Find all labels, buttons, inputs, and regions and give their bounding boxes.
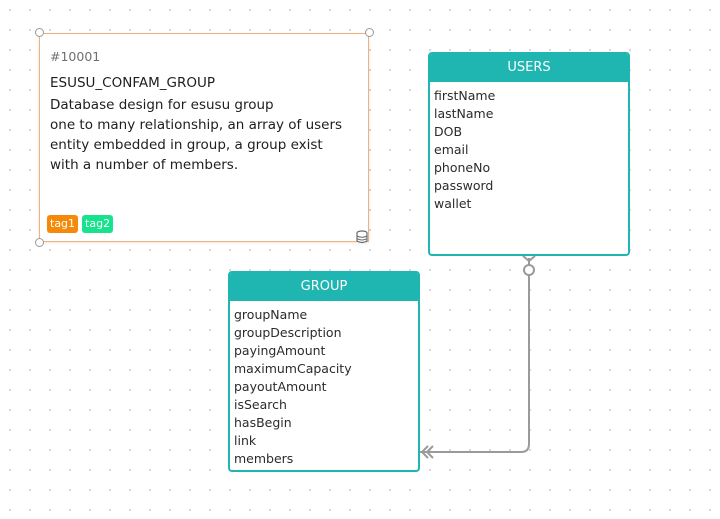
users-crowfoot-left [522, 255, 530, 262]
entity-field[interactable]: link [234, 433, 257, 448]
note-id: #10001 [50, 49, 101, 64]
entity-field[interactable]: groupName [234, 307, 308, 322]
entity-field[interactable]: payoutAmount [234, 379, 327, 394]
entity-field[interactable]: payingAmount [234, 343, 326, 358]
resize-handle-top-right[interactable] [365, 28, 374, 37]
note-description-line: one to many relationship, an array of us… [50, 117, 343, 133]
group-many-marker-2 [425, 445, 434, 459]
entity-field[interactable]: isSearch [234, 397, 287, 412]
entity-field[interactable]: groupDescription [234, 325, 342, 340]
note-description-line: Database design for esusu group [50, 97, 274, 113]
entity-users[interactable]: USERS firstName lastName DOB email phone… [428, 52, 630, 256]
users-optional-circle [523, 264, 535, 276]
entity-field[interactable]: firstName [434, 88, 496, 103]
entity-field[interactable]: maximumCapacity [234, 361, 352, 376]
entity-group[interactable]: GROUP groupName groupDescription payingA… [228, 271, 420, 472]
note-title: ESUSU_CONFAM_GROUP [50, 75, 215, 91]
resize-handle-bottom-left[interactable] [35, 238, 44, 247]
entity-header[interactable]: USERS [430, 54, 628, 82]
tag-badge[interactable]: tag2 [82, 215, 114, 233]
tag-list: tag1 tag2 [47, 215, 114, 233]
entity-field[interactable]: wallet [434, 196, 472, 211]
database-icon[interactable] [355, 230, 369, 244]
note-description-line: with a number of members. [50, 157, 239, 173]
resize-handle-top-left[interactable] [35, 28, 44, 37]
entity-field[interactable]: phoneNo [434, 160, 491, 175]
entity-field-list: groupName groupDescription payingAmount … [230, 301, 418, 468]
entity-field[interactable]: members [234, 451, 294, 466]
entity-header[interactable]: GROUP [230, 273, 418, 301]
group-many-marker-1 [420, 445, 429, 459]
entity-field[interactable]: email [434, 142, 469, 157]
entity-field[interactable]: password [434, 178, 494, 193]
entity-field[interactable]: lastName [434, 106, 494, 121]
note-card[interactable]: #10001 ESUSU_CONFAM_GROUP Database desig… [39, 33, 369, 244]
entity-field[interactable]: DOB [434, 124, 463, 139]
tag-badge[interactable]: tag1 [47, 215, 79, 233]
note-description: Database design for esusu group one to m… [50, 95, 365, 175]
entity-field[interactable]: hasBegin [234, 415, 292, 430]
note-description-line: entity embedded in group, a group exist [50, 137, 323, 153]
users-crowfoot-right [528, 255, 536, 262]
entity-field-list: firstName lastName DOB email phoneNo pas… [430, 82, 628, 213]
relationship-line [420, 258, 530, 453]
